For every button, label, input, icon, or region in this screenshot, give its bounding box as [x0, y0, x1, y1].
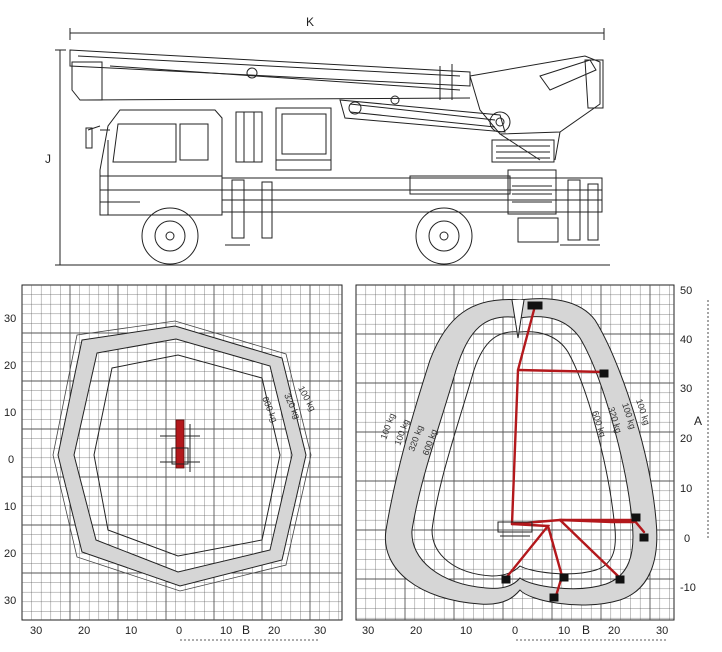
top-view-envelope-100kg — [57, 325, 307, 587]
x-tick: 20 — [608, 625, 620, 637]
side-view-envelope-100kg — [384, 298, 658, 606]
basket-icon — [559, 573, 569, 582]
envelope-notch — [511, 299, 525, 339]
rear-wheel — [415, 207, 473, 265]
x-tick: 20 — [78, 625, 90, 637]
x-tick: 20 — [268, 625, 280, 637]
y-tick: 20 — [4, 548, 16, 560]
operator-basket — [235, 107, 332, 171]
top-view-envelope-outer — [52, 320, 312, 592]
boom-diagonal-down — [558, 518, 622, 580]
basket-icon — [501, 575, 511, 584]
y-tick: 10 — [4, 407, 16, 419]
basket-icon — [631, 513, 641, 522]
front-wheel — [141, 207, 199, 265]
y-tick: 10 — [4, 501, 16, 513]
y-tick: 20 — [4, 360, 16, 372]
telescopic-boom — [69, 49, 471, 101]
x-tick: 30 — [30, 625, 42, 637]
basket-icon — [599, 369, 609, 378]
x-tick: 10 — [125, 625, 137, 637]
a-label: A — [694, 414, 702, 428]
y-tick: 30 — [4, 313, 16, 325]
boom-horizontal-arm — [516, 368, 606, 374]
chassis-frame — [221, 169, 603, 246]
truck-cab — [85, 109, 223, 216]
y-tick: 40 — [680, 334, 692, 346]
basket-icon — [527, 301, 543, 310]
j-dimension-line — [55, 49, 66, 266]
x-tick: 30 — [362, 625, 374, 637]
y-tick: -10 — [680, 582, 696, 594]
side-view-x-ticks: 30 20 10 0 10 20 30 — [362, 625, 668, 637]
top-view-envelope-600kg — [93, 354, 281, 557]
b-label-top: B — [242, 623, 250, 637]
basket-icon — [615, 575, 625, 584]
y-tick: 50 — [680, 285, 692, 297]
side-view-panel: 100 kg 100 kg 320 kg 600 kg 600 kg 320 k… — [355, 284, 709, 641]
y-tick: 30 — [680, 383, 692, 395]
y-tick: 30 — [4, 595, 16, 607]
y-tick: 0 — [8, 454, 14, 466]
top-view-truck — [160, 419, 200, 472]
k-dimension-line — [69, 28, 605, 40]
x-tick: 30 — [656, 625, 668, 637]
x-tick: 10 — [460, 625, 472, 637]
top-view-y-ticks: 30 20 10 0 10 20 30 — [4, 313, 16, 607]
truck-elevation: K J — [45, 15, 610, 266]
y-tick: 0 — [684, 533, 690, 545]
k-label: K — [306, 15, 314, 29]
side-view-truck — [497, 521, 533, 537]
side-view-envelope-600kg — [431, 331, 616, 577]
top-view-panel: 100 kg 320 kg 600 kg 30 20 10 0 10 20 30… — [4, 284, 343, 641]
y-tick: 10 — [680, 483, 692, 495]
x-tick: 30 — [314, 625, 326, 637]
x-tick: 10 — [558, 625, 570, 637]
x-tick: 20 — [410, 625, 422, 637]
x-tick: 10 — [220, 625, 232, 637]
x-tick: 0 — [176, 625, 182, 637]
top-view-x-ticks: 30 20 10 0 10 20 30 — [30, 625, 326, 637]
side-view-baskets — [501, 301, 649, 602]
x-tick: 0 — [512, 625, 518, 637]
side-view-y-ticks: 50 40 30 20 10 0 -10 — [680, 285, 696, 594]
y-tick: 20 — [680, 433, 692, 445]
boom-knuckle-arm — [469, 55, 604, 163]
basket-icon — [549, 593, 559, 602]
j-label: J — [45, 152, 51, 166]
lift-arm — [339, 95, 506, 133]
b-label-side: B — [582, 623, 590, 637]
basket-icon — [639, 533, 649, 542]
